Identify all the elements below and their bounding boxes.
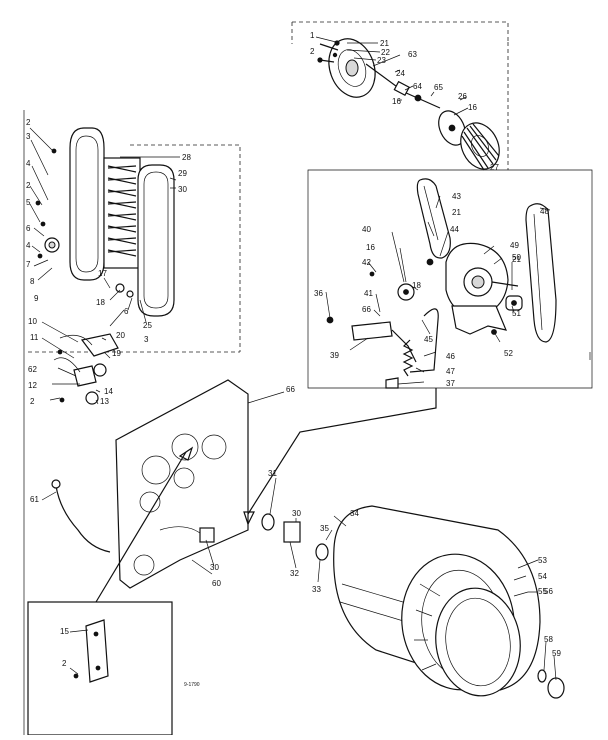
- drum-labels: 31 34 30 35 32 33 53 54 55 56 58 59: [268, 469, 561, 681]
- motor-group-labels: 43 21 48 40 44 49 50 16 42 21 36 18 41 6…: [314, 192, 551, 388]
- label-35: 35: [320, 524, 329, 533]
- label-49: 49: [510, 241, 519, 250]
- label-44: 44: [450, 225, 459, 234]
- label-6: 6: [26, 224, 31, 233]
- label-42: 42: [362, 258, 371, 267]
- label-21: 21: [380, 39, 389, 48]
- label-30-bearing: 30: [292, 509, 301, 518]
- label-10: 10: [28, 317, 37, 326]
- label-5: 5: [26, 198, 31, 207]
- label-16-shaft: 16: [392, 97, 401, 106]
- label-23: 23: [377, 56, 386, 65]
- label-55: 55: [538, 587, 547, 596]
- label-17: 17: [98, 269, 107, 278]
- label-30-bulkhead: 30: [210, 563, 219, 572]
- label-50: 50: [512, 253, 521, 262]
- label-6-lower: 6: [124, 307, 129, 316]
- blower-group-labels: 1 21 22 2 23 63 24 64 65 16 26 16 27: [310, 31, 499, 172]
- label-18-idler: 18: [412, 281, 421, 290]
- label-15: 15: [60, 627, 69, 636]
- label-9: 9: [34, 294, 39, 303]
- bulkhead-labels: 61 30 60: [30, 491, 221, 588]
- label-11: 11: [30, 333, 39, 342]
- label-8: 8: [30, 277, 35, 286]
- label-24: 24: [396, 69, 405, 78]
- label-2: 2: [310, 47, 315, 56]
- label-26: 26: [458, 92, 467, 101]
- label-62: 62: [28, 365, 37, 374]
- label-59: 59: [552, 649, 561, 658]
- label-46: 46: [446, 352, 455, 361]
- label-32: 32: [290, 569, 299, 578]
- label-34: 34: [350, 509, 359, 518]
- label-64: 64: [413, 82, 422, 91]
- label-33: 33: [312, 585, 321, 594]
- label-58: 58: [544, 635, 553, 644]
- label-27: 27: [490, 163, 499, 172]
- label-31: 31: [268, 469, 277, 478]
- label-13: 13: [100, 397, 109, 406]
- label-47: 47: [446, 367, 455, 376]
- label-3-lower: 3: [144, 335, 149, 344]
- label-65: 65: [434, 83, 443, 92]
- label-61: 61: [30, 495, 39, 504]
- motor-group-inset: [307, 169, 593, 389]
- label-51: 51: [512, 309, 521, 318]
- diagram-code: 9-1790: [184, 682, 200, 688]
- label-14: 14: [104, 387, 113, 396]
- label-28: 28: [182, 153, 191, 162]
- label-48: 48: [540, 207, 549, 216]
- label-18: 18: [96, 298, 105, 307]
- label-4: 4: [26, 159, 31, 168]
- label-16-wheel: 16: [468, 103, 477, 112]
- label-7: 7: [26, 260, 31, 269]
- heater-group: [23, 110, 241, 735]
- label-43: 43: [452, 192, 461, 201]
- label-2-top: 2: [26, 118, 31, 127]
- label-40: 40: [362, 225, 371, 234]
- label-53: 53: [538, 556, 547, 565]
- bulkhead-panel: [51, 379, 437, 603]
- label-12: 12: [28, 381, 37, 390]
- label-66-idler: 66: [362, 305, 371, 314]
- label-37: 37: [446, 379, 455, 388]
- label-52: 52: [504, 349, 513, 358]
- label-45: 45: [424, 335, 433, 344]
- label-3: 3: [26, 132, 31, 141]
- label-54: 54: [538, 572, 547, 581]
- label-29: 29: [178, 169, 187, 178]
- label-56: 56: [544, 587, 553, 596]
- label-2-mid: 2: [26, 181, 31, 190]
- label-21-motor: 21: [512, 255, 521, 264]
- label-66-bulkhead: 66: [286, 385, 295, 394]
- label-21-belt: 21: [452, 208, 461, 217]
- label-19: 19: [112, 349, 121, 358]
- label-16-idler: 16: [366, 243, 375, 252]
- label-4-lower: 4: [26, 241, 31, 250]
- label-30-duct: 30: [178, 185, 187, 194]
- label-36: 36: [314, 289, 323, 298]
- label-2-inset: 2: [62, 659, 67, 668]
- detail-inset: 15 2: [27, 601, 173, 736]
- heater-group-labels: 2 3 4 2 5 6 4 7 8 9 17 28 29 30 18 25 6 …: [26, 118, 295, 406]
- label-63: 63: [408, 50, 417, 59]
- blower-group-inset: [291, 21, 509, 171]
- label-20: 20: [116, 331, 125, 340]
- label-2-bottom: 2: [30, 397, 35, 406]
- label-39: 39: [330, 351, 339, 360]
- label-25: 25: [143, 321, 152, 330]
- drum-assembly: [261, 505, 565, 699]
- label-1: 1: [310, 31, 315, 40]
- label-22: 22: [381, 48, 390, 57]
- label-41: 41: [364, 289, 373, 298]
- label-60: 60: [212, 579, 221, 588]
